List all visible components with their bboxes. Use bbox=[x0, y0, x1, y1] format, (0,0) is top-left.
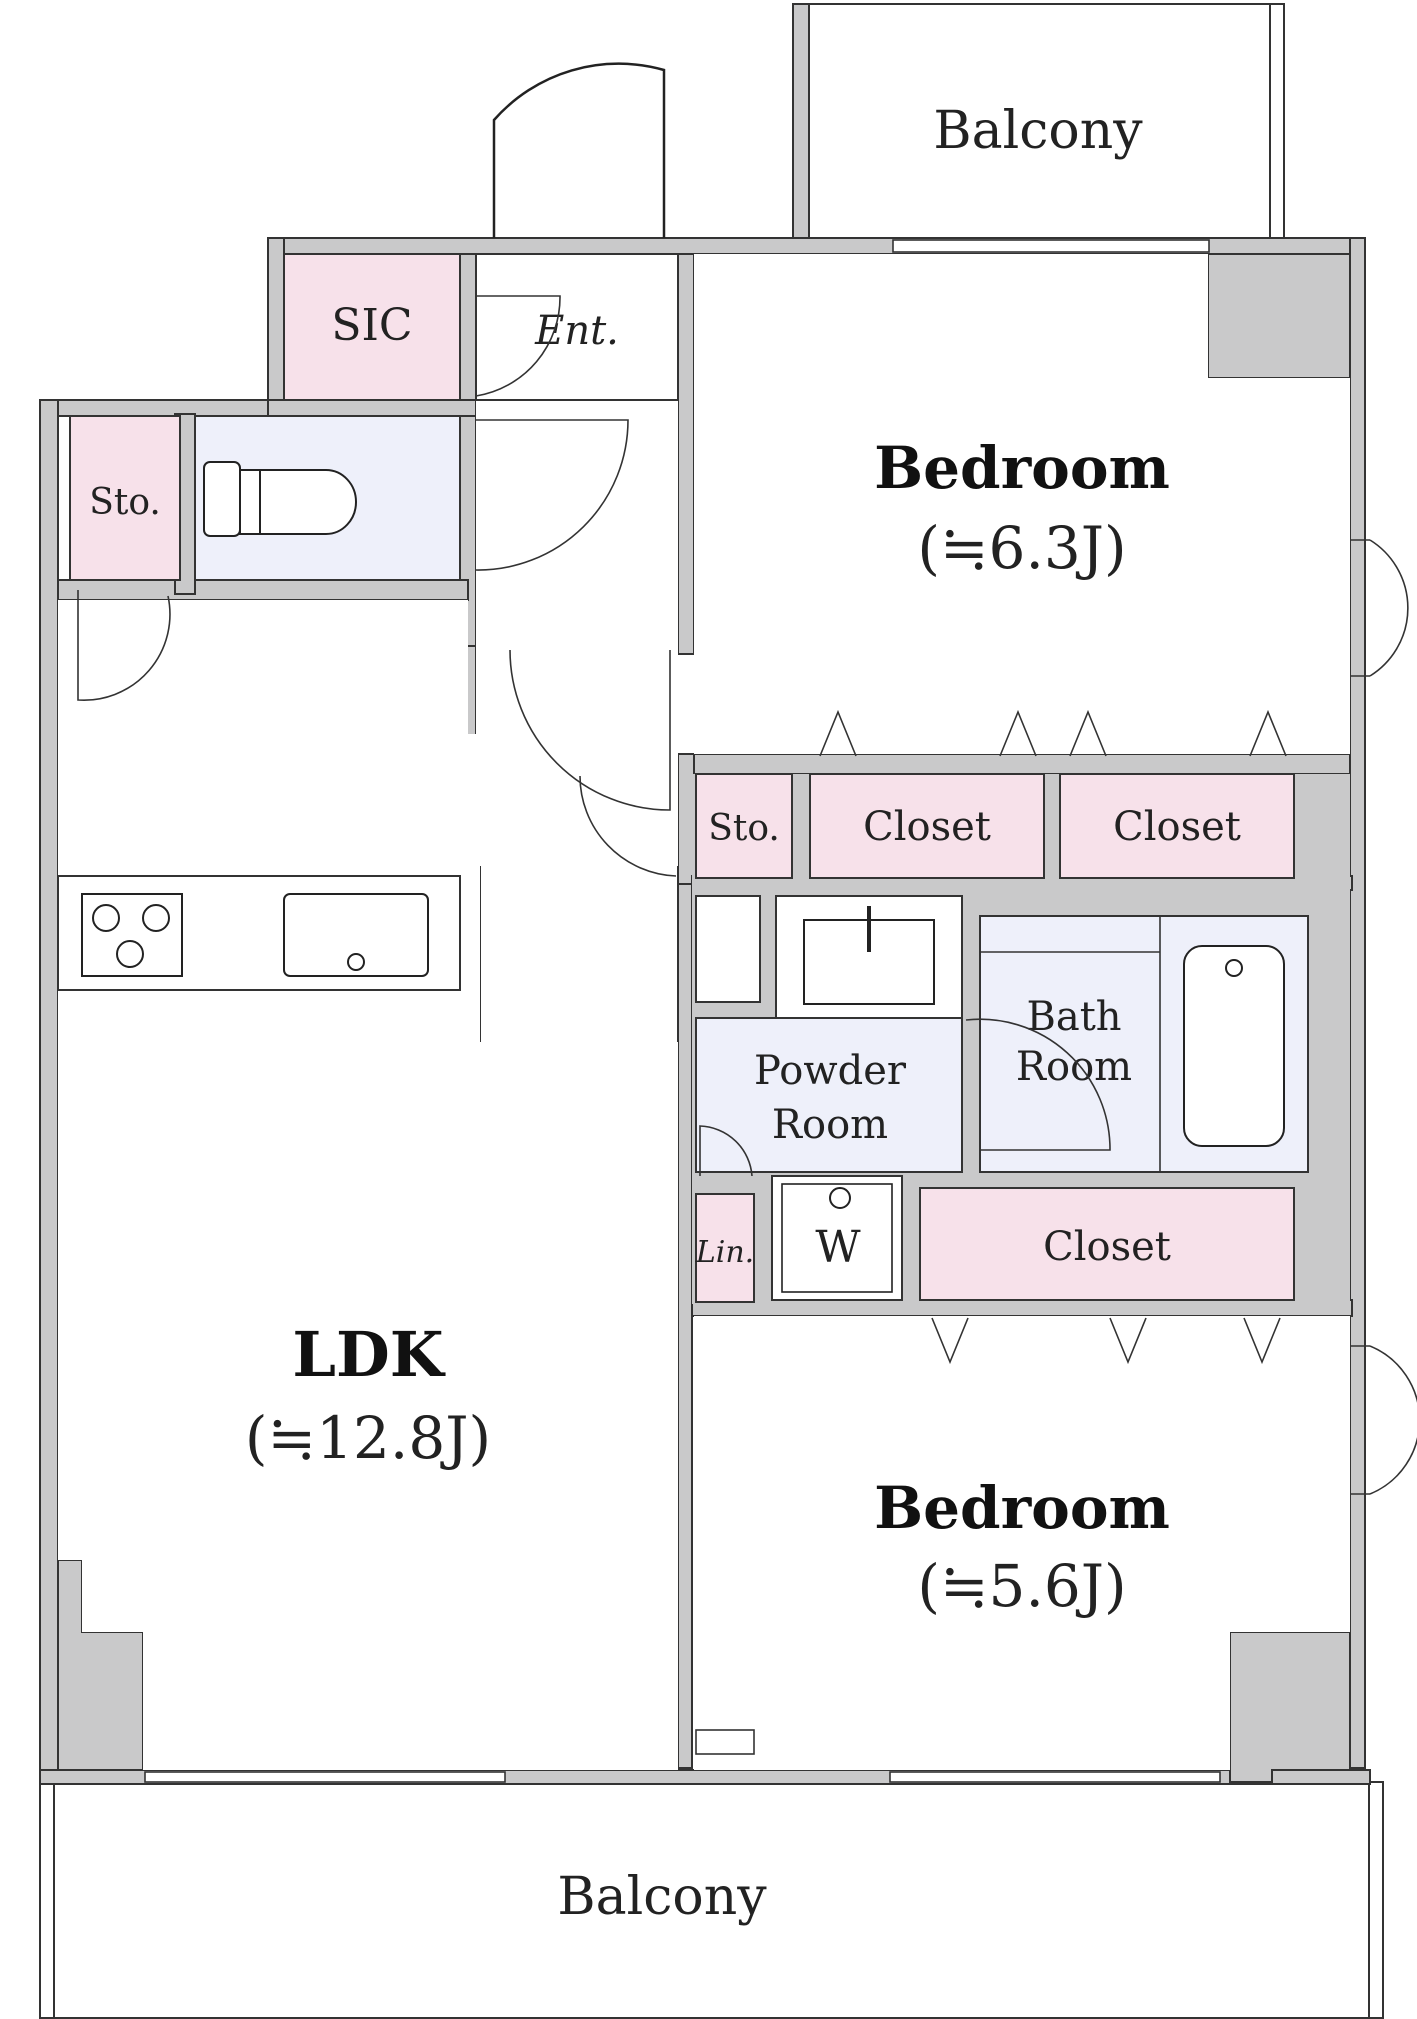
closet-2: Closet bbox=[1059, 773, 1295, 879]
utility-small-box bbox=[695, 895, 761, 1003]
bedroom-1-size: (≒6.3J) bbox=[917, 514, 1126, 582]
bedroom-1-name: Bedroom bbox=[874, 434, 1170, 502]
closet-3-label: Closet bbox=[1043, 1224, 1171, 1270]
washbasin-icon bbox=[803, 906, 935, 1005]
washer-area: W bbox=[771, 1175, 903, 1301]
closet-3: Closet bbox=[919, 1187, 1295, 1301]
bath-room-label-1: Bath bbox=[1026, 994, 1121, 1040]
washbasin-area bbox=[775, 895, 963, 1019]
kitchen-counter bbox=[57, 875, 461, 991]
balcony-bottom-label: Balcony bbox=[557, 1867, 767, 1927]
storage-left-label: Sto. bbox=[89, 482, 161, 523]
powder-room: Powder Room bbox=[695, 1017, 963, 1177]
doors bbox=[77, 62, 1417, 1495]
bedroom-2-name: Bedroom bbox=[874, 1474, 1170, 1542]
powder-room-label-1: Powder bbox=[754, 1048, 907, 1094]
closet-1: Closet bbox=[809, 773, 1045, 879]
bathtub-icon bbox=[1183, 945, 1285, 1147]
balcony-top bbox=[792, 3, 1285, 239]
closet-door-markers bbox=[819, 709, 1287, 1365]
toilet-room bbox=[194, 415, 461, 581]
ldk-name: LDK bbox=[292, 1318, 445, 1391]
bedroom-2-size: (≒5.6J) bbox=[917, 1552, 1126, 1620]
storage-mid-label: Sto. bbox=[708, 808, 780, 849]
bath-room-label-2: Room bbox=[1016, 1044, 1132, 1090]
windows bbox=[144, 239, 1221, 1783]
storage-mid: Sto. bbox=[695, 773, 793, 879]
washer-label: W bbox=[815, 1222, 861, 1273]
bath-room: Bath Room bbox=[965, 915, 1309, 1173]
linen-label: Lin. bbox=[695, 1235, 754, 1270]
toilet-icon bbox=[203, 461, 357, 537]
kitchen-sink-icon bbox=[283, 893, 429, 977]
storage-left: Sto. bbox=[69, 415, 181, 581]
balcony-top-label: Balcony bbox=[933, 101, 1143, 161]
closet-2-label: Closet bbox=[1113, 804, 1241, 850]
closet-1-label: Closet bbox=[863, 804, 991, 850]
washer-icon bbox=[781, 1183, 893, 1293]
entrance: Ent. bbox=[475, 253, 679, 401]
balcony-bottom bbox=[39, 1781, 1384, 2019]
linen-closet: Lin. bbox=[695, 1193, 755, 1303]
sic-label: SIC bbox=[331, 300, 412, 351]
powder-room-label-2: Room bbox=[772, 1102, 888, 1148]
stove-icon bbox=[81, 893, 183, 977]
entrance-label: Ent. bbox=[534, 308, 619, 354]
sic-room: SIC bbox=[283, 253, 461, 401]
ldk-size: (≒12.8J) bbox=[245, 1404, 491, 1472]
